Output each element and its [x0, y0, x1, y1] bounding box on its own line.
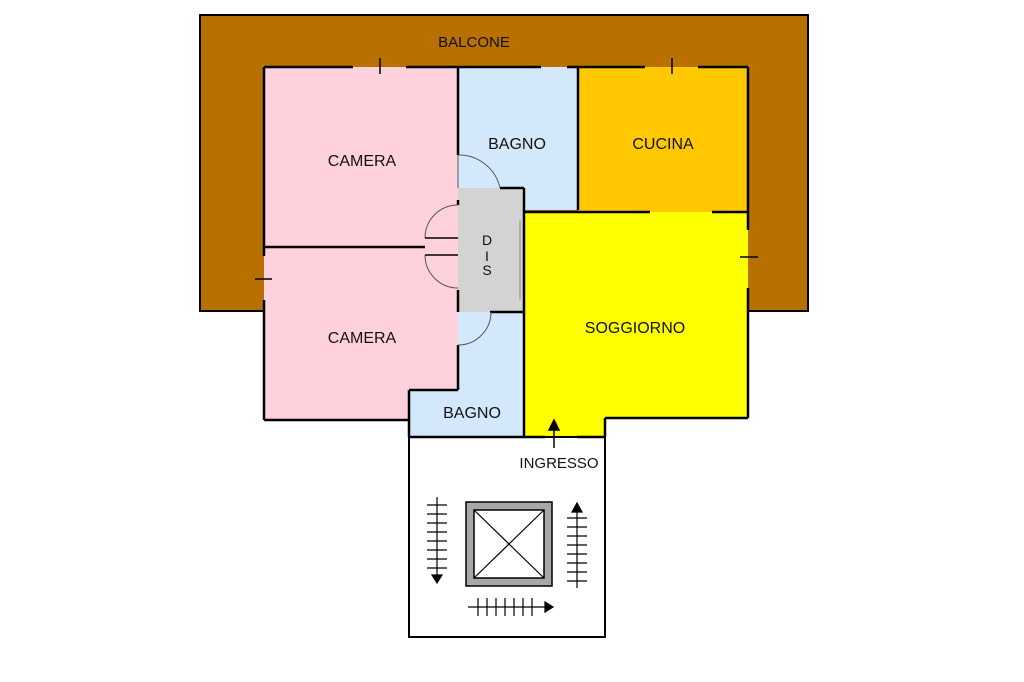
balcony-label: BALCONE	[438, 34, 510, 51]
door-frames	[425, 237, 458, 256]
bathroom-bottom-area	[409, 312, 524, 437]
hall-label-letter: D	[482, 232, 492, 248]
kitchen-area	[578, 67, 748, 212]
window-ticks	[255, 58, 758, 280]
walls	[262, 65, 750, 439]
entrance-arrow-icon	[547, 418, 561, 448]
stairs-down-icon	[427, 497, 447, 585]
hall-label-letter: I	[485, 248, 489, 264]
hallway-area	[458, 188, 524, 312]
bathroom-top-label: BAGNO	[488, 136, 546, 153]
entrance-label: INGRESSO	[519, 455, 598, 472]
stairs-up-icon	[567, 501, 587, 588]
bathroom-bottom-label: BAGNO	[443, 405, 501, 422]
bedroom-bottom-label: CAMERA	[328, 330, 397, 347]
kitchen-label: CUCINA	[632, 136, 694, 153]
bathroom-top-area	[458, 67, 578, 210]
door-swings	[424, 154, 501, 346]
living-room-label: SOGGIORNO	[585, 320, 685, 337]
bedroom-top-label: CAMERA	[328, 153, 397, 170]
hall-label-letter: S	[482, 262, 491, 278]
stairs-landing-icon	[468, 598, 555, 616]
bedroom-top-area	[264, 67, 458, 247]
living-room-area	[524, 212, 748, 437]
bedroom-bottom-area	[264, 247, 458, 420]
elevator-icon	[465, 501, 553, 587]
